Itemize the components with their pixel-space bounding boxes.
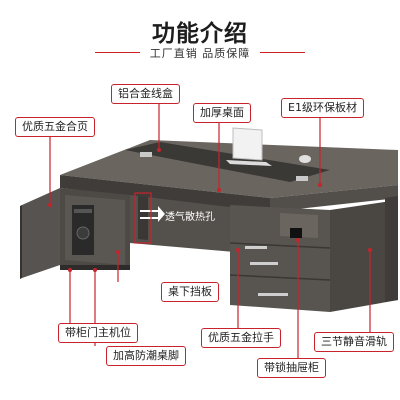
left-cabinet-door (22, 188, 60, 278)
label-pull-handle: 优质五金拉手 (201, 328, 281, 348)
drawer-divider-2 (229, 274, 331, 281)
leader-dots (48, 148, 372, 272)
page-subtitle: 工厂直销 品质保障 (149, 47, 251, 60)
pc-tower-front (74, 209, 92, 213)
label-hinge: 优质五金合页 (15, 117, 95, 137)
label-cpu-cabinet: 带柜门主机位 (58, 323, 138, 343)
leader-lines (49, 101, 371, 358)
pc-fan (76, 226, 90, 240)
cable-grommet-right (296, 176, 308, 181)
page-title: 功能介绍 (152, 21, 248, 47)
vent-highlight-box (134, 192, 152, 244)
subtitle-right-rule (260, 52, 305, 53)
desk-center-strip (125, 142, 330, 182)
laptop-base (226, 160, 272, 166)
label-modesty-panel: 桌下挡板 (161, 282, 219, 302)
open-drawer (280, 213, 318, 238)
desk-right-leg (385, 196, 398, 302)
vent-label: 透气散热孔 (165, 212, 215, 223)
label-thick-top: 加厚桌面 (193, 103, 251, 123)
cable-grommet-left (140, 152, 152, 157)
laptop-screen (232, 127, 263, 161)
drawer-divider-1 (229, 242, 331, 249)
vent-arrowhead (158, 206, 165, 222)
label-e1-board: E1级环保板材 (281, 98, 364, 118)
right-pedestal-side (330, 200, 398, 312)
label-aluminum-edge: 铝合金线盒 (111, 84, 180, 104)
label-slide-rail: 三节静音滑轨 (314, 332, 394, 352)
desk-top-front-edge (60, 175, 270, 212)
drawer-handle-1 (245, 246, 267, 249)
drawer-lock (290, 228, 302, 238)
label-moisture-feet: 加高防潮桌脚 (106, 346, 186, 366)
desk-mug (299, 155, 311, 163)
door-edge (20, 205, 22, 279)
desk-top-right-edge (270, 185, 398, 212)
subtitle-left-rule (95, 52, 140, 53)
drawer-handle-2 (250, 262, 278, 265)
left-cabinet-foot (60, 265, 130, 270)
drawer-handle-3 (258, 293, 288, 296)
label-lock-drawer: 带锁抽屉柜 (257, 358, 326, 378)
